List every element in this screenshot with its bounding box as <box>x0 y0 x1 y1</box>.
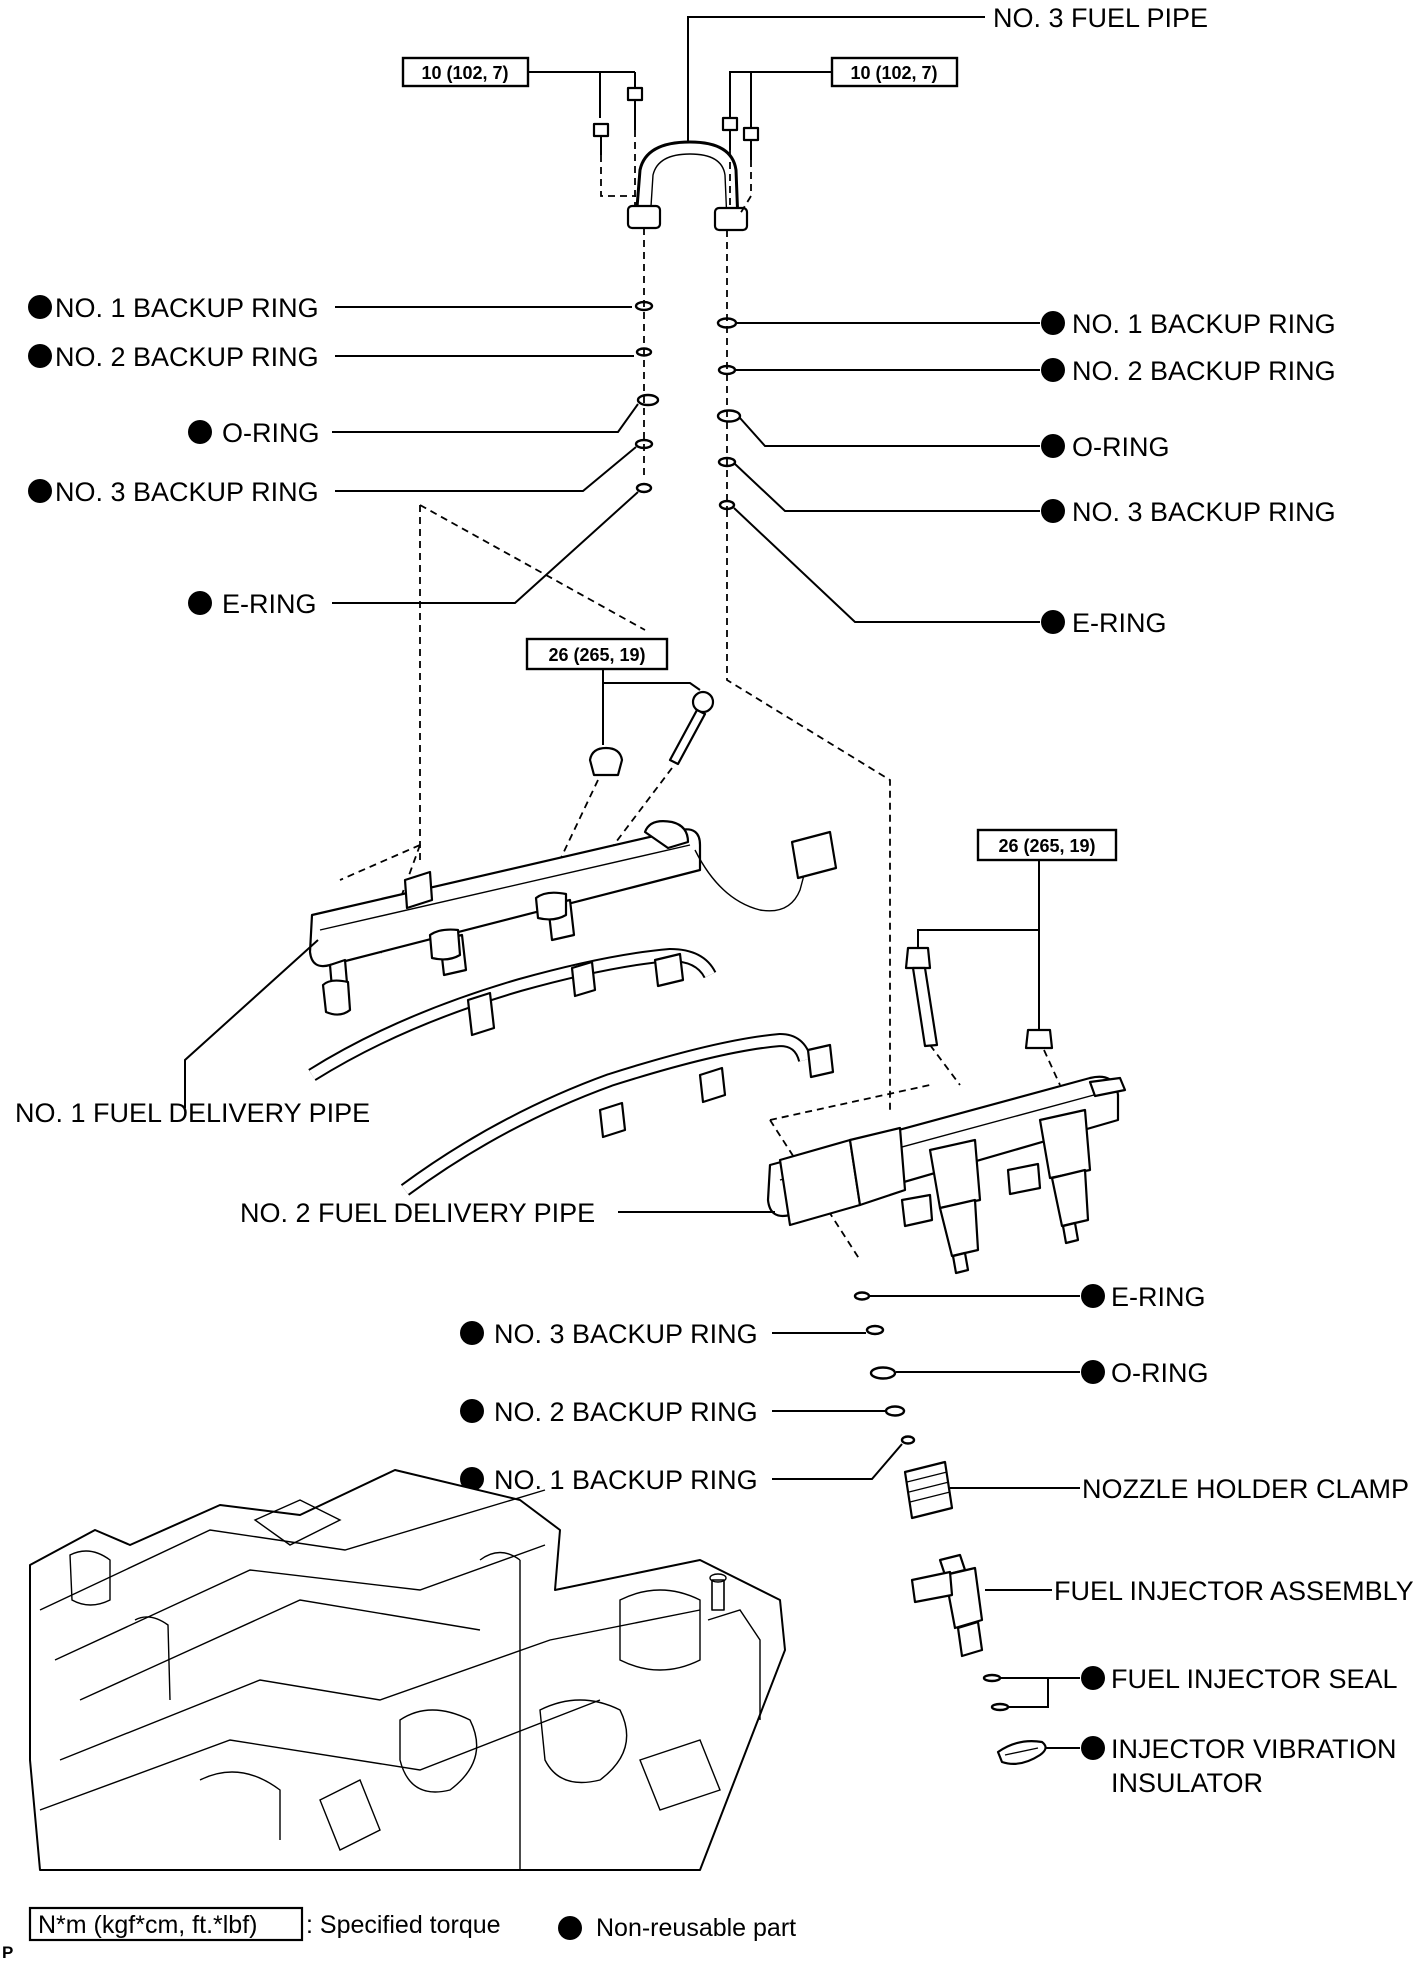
left-ring-stack <box>634 228 660 494</box>
label-no2-fuel-delivery-pipe: NO. 2 FUEL DELIVERY PIPE <box>240 1198 595 1228</box>
svg-text:26 (265, 19): 26 (265, 19) <box>998 836 1095 856</box>
legend-torque-desc: : Specified torque <box>306 1911 501 1939</box>
label-lower-e-ring: E-RING <box>1111 1282 1206 1312</box>
corner-mark: P <box>2 1943 13 1961</box>
label-left-no2-backup-ring: NO. 2 BACKUP RING <box>55 342 319 372</box>
injector-wire-harnesses <box>308 947 835 1196</box>
label-lower-no3-backup-ring: NO. 3 BACKUP RING <box>494 1319 758 1349</box>
legend-torque-unit: N*m (kgf*cm, ft.*lbf) <box>38 1911 257 1939</box>
svg-text:10 (102, 7): 10 (102, 7) <box>850 63 937 83</box>
pipe-bolts <box>592 86 760 215</box>
label-right-e-ring: E-RING <box>1072 608 1167 638</box>
rail2-bolts <box>904 946 1054 1050</box>
label-right-o-ring: O-RING <box>1072 432 1170 462</box>
injector-vibration-insulator <box>996 1740 1047 1765</box>
engine-illustration <box>29 1469 786 1871</box>
lower-ring-stack <box>853 1291 916 1445</box>
label-no1-fuel-delivery-pipe: NO. 1 FUEL DELIVERY PIPE <box>15 1098 370 1128</box>
torque-box-pipe-right: 10 (102, 7) <box>830 56 959 88</box>
fuel-injector-assembly <box>910 1553 984 1658</box>
label-right-no1-backup-ring: NO. 1 BACKUP RING <box>1072 309 1336 339</box>
torque-box-rail2: 26 (265, 19) <box>976 828 1118 862</box>
torque-box-pipe-left: 10 (102, 7) <box>401 56 530 88</box>
label-lower-o-ring: O-RING <box>1111 1358 1209 1388</box>
rail1-bolt <box>588 690 715 777</box>
label-injector-vibration-insulator-line2: INSULATOR <box>1111 1768 1263 1798</box>
torque-box-rail1: 26 (265, 19) <box>525 637 669 671</box>
nozzle-holder-clamp <box>903 1460 954 1520</box>
label-nozzle-holder-clamp: NOZZLE HOLDER CLAMP <box>1082 1474 1409 1504</box>
svg-text:10 (102, 7): 10 (102, 7) <box>421 63 508 83</box>
label-right-no3-backup-ring: NO. 3 BACKUP RING <box>1072 497 1336 527</box>
label-fuel-injector-assembly: FUEL INJECTOR ASSEMBLY <box>1054 1576 1414 1606</box>
fuel-injector-seals <box>982 1673 1010 1712</box>
label-left-no1-backup-ring: NO. 1 BACKUP RING <box>55 293 319 323</box>
label-lower-no1-backup-ring: NO. 1 BACKUP RING <box>494 1465 758 1495</box>
legend-nonreusable-desc: Non-reusable part <box>596 1914 796 1942</box>
no3-fuel-pipe <box>626 140 749 232</box>
no1-fuel-delivery-pipe <box>308 820 838 1016</box>
legend: N*m (kgf*cm, ft.*lbf) : Specified torque… <box>28 1906 796 1942</box>
label-left-e-ring: E-RING <box>222 589 317 619</box>
label-left-no3-backup-ring: NO. 3 BACKUP RING <box>55 477 319 507</box>
label-right-no2-backup-ring: NO. 2 BACKUP RING <box>1072 356 1336 386</box>
label-fuel-injector-seal: FUEL INJECTOR SEAL <box>1111 1664 1398 1694</box>
no2-fuel-delivery-pipe <box>766 1075 1127 1275</box>
label-no3-fuel-pipe: NO. 3 FUEL PIPE <box>993 3 1208 33</box>
label-injector-vibration-insulator: INJECTOR VIBRATION <box>1111 1734 1397 1764</box>
svg-text:26 (265, 19): 26 (265, 19) <box>548 645 645 665</box>
label-left-o-ring: O-RING <box>222 418 320 448</box>
label-lower-no2-backup-ring: NO. 2 BACKUP RING <box>494 1397 758 1427</box>
